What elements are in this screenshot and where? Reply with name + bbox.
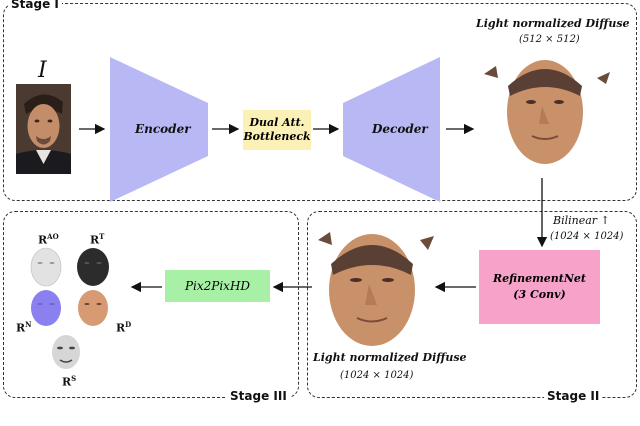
encoder-label: Encoder bbox=[135, 122, 191, 136]
encoder-trapezoid bbox=[110, 57, 208, 202]
map-t-face bbox=[77, 248, 109, 286]
stage-one-box bbox=[3, 3, 637, 201]
map-t-label: RT bbox=[90, 232, 105, 247]
map-n-label: RN bbox=[16, 320, 32, 335]
map-d-label: RD bbox=[116, 320, 132, 335]
input-symbol: I bbox=[38, 58, 47, 83]
dual-attention-bottleneck: Dual Att. Bottleneck bbox=[243, 110, 311, 150]
upsample-size: (1024 × 1024) bbox=[550, 231, 624, 242]
diffuse-512-size: (512 × 512) bbox=[519, 34, 580, 45]
diffuse-face-1024 bbox=[318, 232, 434, 346]
decoder-trapezoid bbox=[343, 57, 440, 202]
map-n-face bbox=[31, 290, 61, 326]
decoder-label: Decoder bbox=[372, 122, 428, 136]
bottleneck-line-2: Bottleneck bbox=[243, 130, 311, 143]
diffuse-512-title: Light normalized Diffuse bbox=[476, 17, 630, 30]
diffuse-1024-title: Light normalized Diffuse bbox=[313, 351, 467, 364]
stage-two-box bbox=[307, 211, 637, 398]
input-face-photo bbox=[16, 84, 71, 174]
map-d-face bbox=[78, 290, 108, 326]
upsample-label: Bilinear ↑ bbox=[553, 214, 610, 227]
stage-three-box bbox=[3, 211, 299, 398]
stage-one-label: Stage I bbox=[8, 0, 62, 11]
refinement-subtitle: (3 Conv) bbox=[513, 288, 566, 301]
map-ao-label: RAO bbox=[38, 232, 59, 247]
map-s-label: RS bbox=[62, 374, 77, 389]
map-ao-face bbox=[30, 247, 62, 287]
diffuse-1024-size: (1024 × 1024) bbox=[340, 370, 414, 381]
refinement-title: RefinementNet bbox=[493, 272, 586, 285]
pix2pixhd-box: Pix2PixHD bbox=[165, 270, 270, 302]
stage-three-label: Stage III bbox=[227, 389, 290, 403]
diffuse-face-512 bbox=[484, 60, 610, 164]
bottleneck-line-1: Dual Att. bbox=[249, 116, 305, 129]
refinement-net-box: RefinementNet (3 Conv) bbox=[479, 250, 600, 324]
map-s-face bbox=[52, 335, 80, 369]
stage-two-label: Stage II bbox=[544, 389, 603, 403]
